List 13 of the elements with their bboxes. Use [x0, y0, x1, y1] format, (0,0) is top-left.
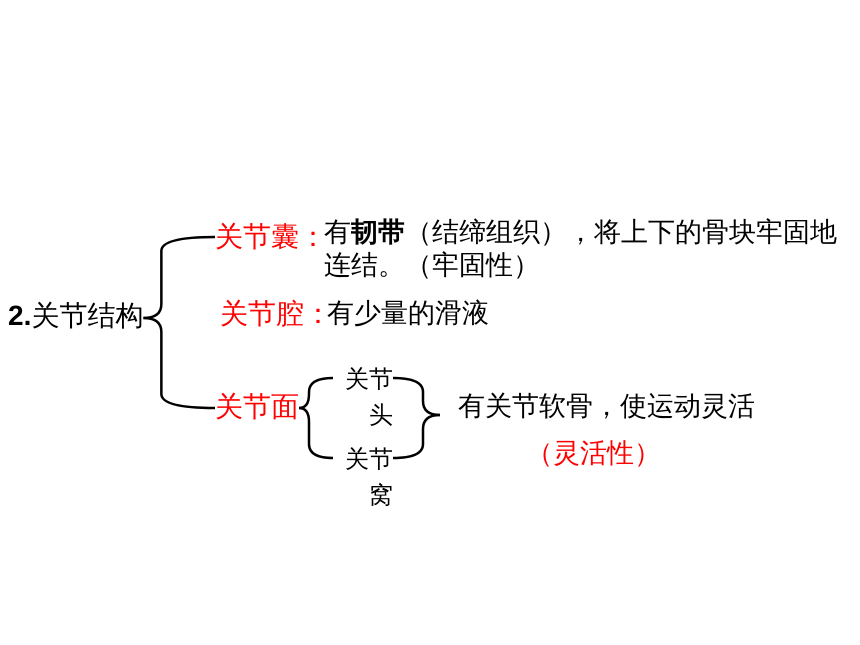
term-label: 关节窝: [344, 445, 393, 511]
term-label: 关节面: [215, 390, 299, 424]
brace-line: [392, 376, 440, 416]
term-label: 关节头: [344, 365, 393, 431]
brace-line: [298, 376, 334, 410]
note-text: （灵活性）: [526, 437, 662, 470]
description-text: 有关节软骨，使运动灵活: [458, 390, 755, 423]
brace-line: [143, 236, 216, 320]
description-text: 有韧带（结缔组织），将上下的骨块牢固地连结。（牢固性）: [324, 216, 838, 282]
brace-line: [298, 406, 334, 460]
brace-line: [143, 316, 216, 410]
brace-line: [392, 414, 440, 460]
heading-label: 2.关节结构: [8, 299, 144, 333]
